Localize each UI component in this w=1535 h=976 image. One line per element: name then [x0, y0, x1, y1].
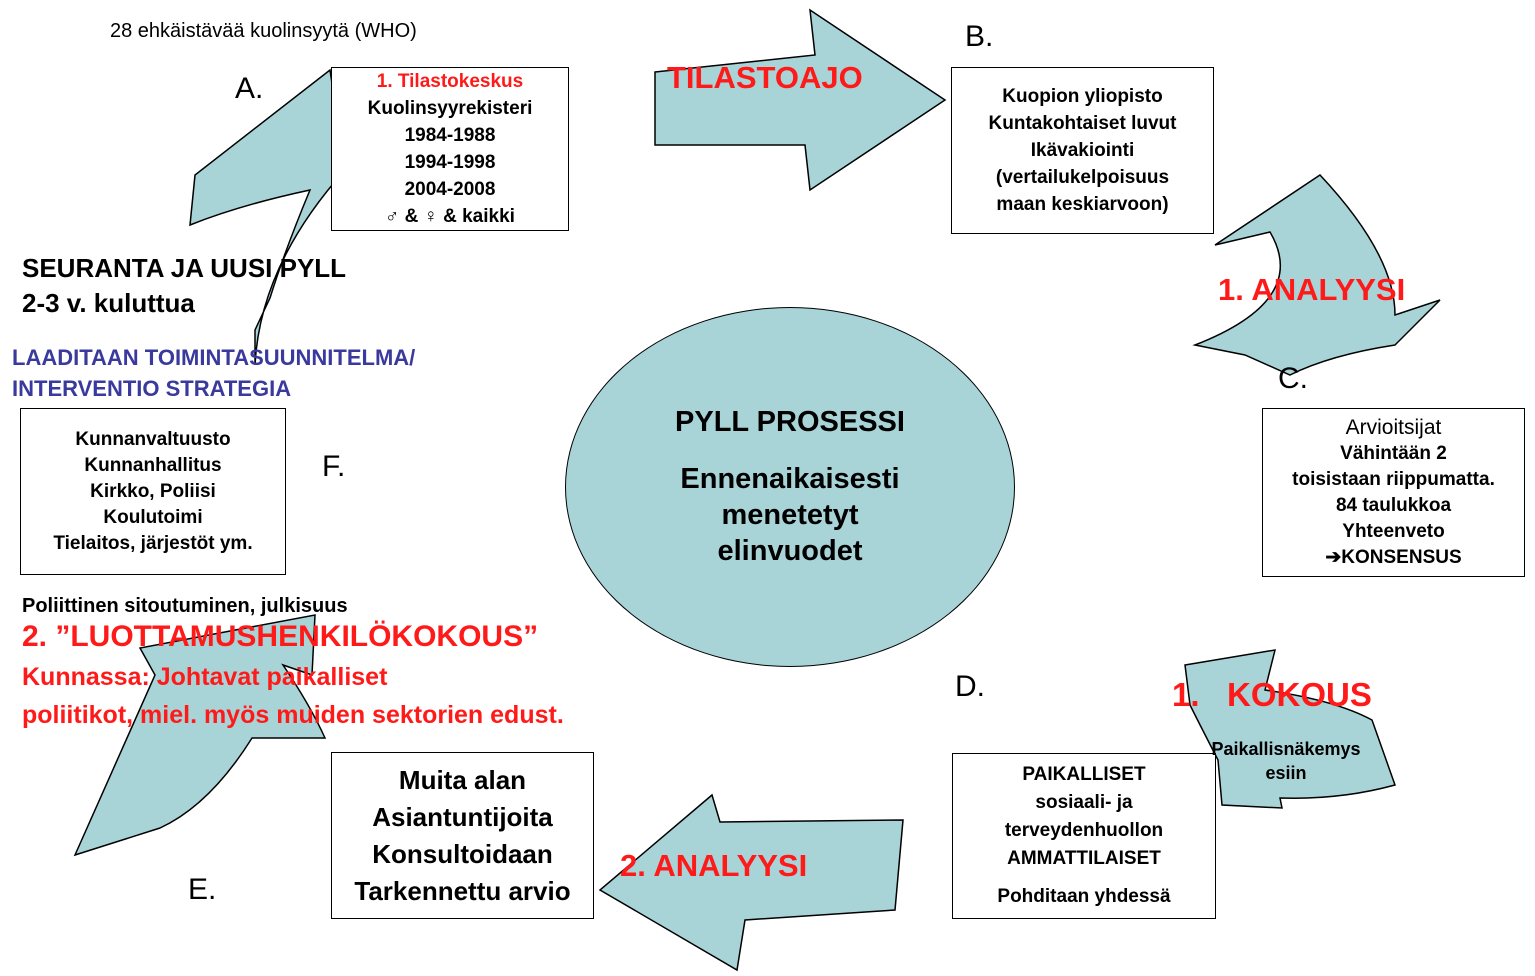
- box-a-line-1: Kuolinsyyrekisteri: [367, 98, 533, 119]
- seuranta-line-1: SEURANTA JA UUSI PYLL: [22, 253, 347, 283]
- box-e-line-3: Konsultoidaan: [372, 838, 553, 869]
- seuranta-line-2: 2-3 v. kuluttua: [22, 288, 195, 318]
- box-c-line-4: Yhteenveto: [1342, 520, 1445, 542]
- arrow-luottamus: [73, 614, 327, 857]
- label-c: C.: [1278, 362, 1308, 395]
- box-d-line-2: sosiaali- ja: [1035, 792, 1133, 813]
- box-c-line-3: 84 taulukkoa: [1335, 494, 1452, 516]
- box-c-line-1: Vähintään 2: [1340, 442, 1447, 464]
- arrow-tilastoajo: [654, 8, 947, 192]
- box-a: 1. Tilastokeskus Kuolinsyyrekisteri 1984…: [331, 67, 569, 231]
- paikallisnakemys-line-1: Paikallisnäkemys: [1211, 739, 1361, 759]
- paikallisnakemys: Paikallisnäkemys esiin: [1176, 737, 1396, 785]
- kunnassa-line-1: Kunnassa: Johtavat paikalliset: [22, 663, 388, 691]
- laaditaan-line-1: LAADITAAN TOIMINTASUUNNITELMA/: [12, 345, 416, 370]
- center-subtitle-3: elinvuodet: [717, 534, 863, 567]
- laaditaan-line-2: INTERVENTIO STRATEGIA: [12, 376, 292, 401]
- analyysi-2-label: 2. ANALYYSI: [620, 848, 808, 883]
- box-c-line-2: toisistaan riippumatta.: [1292, 468, 1495, 490]
- label-d: D.: [955, 670, 985, 703]
- box-b-line-3: Ikävakiointi: [1030, 140, 1135, 161]
- box-c-header: Arvioitsijat: [1345, 415, 1442, 439]
- box-d-line-3: terveydenhuollon: [1004, 820, 1164, 841]
- box-c-consensus: ➔KONSENSUS: [1325, 545, 1461, 571]
- arrow-analyysi-2: [598, 793, 904, 972]
- analyysi-1-label: 1. ANALYYSI: [1218, 272, 1406, 307]
- box-d: PAIKALLISET sosiaali- ja terveydenhuollo…: [952, 753, 1216, 919]
- arrow-kokous-1: [1184, 649, 1396, 809]
- box-a-line-3: 1994-1998: [404, 152, 496, 173]
- box-f-line-4: Koulutoimi: [103, 506, 203, 528]
- center-subtitle-1: Ennenaikaisesti: [680, 462, 900, 495]
- box-d-footer: Pohditaan yhdessä: [997, 886, 1171, 907]
- box-e-line-1: Muita alan: [398, 764, 527, 795]
- poliittinen-label: Poliittinen sitoutuminen, julkisuus: [22, 595, 348, 617]
- arrow-analyysi-1: [1192, 174, 1441, 376]
- label-f: F.: [322, 450, 346, 483]
- box-b-line-2: Kuntakohtaiset luvut: [988, 113, 1177, 134]
- box-f-line-1: Kunnanvaltuusto: [75, 428, 231, 450]
- center-title: PYLL PROSESSI: [675, 405, 905, 438]
- box-e-line-2: Asiantuntijoita: [372, 801, 553, 832]
- box-d-line-1: PAIKALLISET: [1022, 764, 1146, 785]
- label-a: A.: [235, 72, 264, 105]
- box-f-line-2: Kunnanhallitus: [84, 454, 222, 476]
- box-c-consensus-label: KONSENSUS: [1341, 546, 1462, 568]
- box-b-line-1: Kuopion yliopisto: [1002, 86, 1163, 107]
- center-circle: PYLL PROSESSI Ennenaikaisesti menetetyt …: [565, 307, 1015, 667]
- center-subtitle-2: menetetyt: [721, 498, 859, 531]
- box-f-line-3: Kirkko, Poliisi: [90, 480, 216, 502]
- box-a-line-5: ♂ & ♀ & kaikki: [385, 206, 515, 227]
- tilastoajo-label: TILASTOAJO: [667, 60, 863, 95]
- kokous-1-label: 1. KOKOUS: [1172, 676, 1372, 713]
- label-b: B.: [965, 20, 994, 53]
- box-e: Muita alan Asiantuntijoita Konsultoidaan…: [331, 752, 594, 919]
- box-f: Kunnanvaltuusto Kunnanhallitus Kirkko, P…: [20, 408, 286, 575]
- box-a-line-4: 2004-2008: [404, 179, 496, 200]
- box-b-line-4: (vertailukelpoisuus: [995, 167, 1170, 188]
- paikallisnakemys-line-2: esiin: [1265, 763, 1307, 783]
- box-d-line-4: AMMATTILAISET: [1007, 848, 1161, 869]
- arrow-right-icon: ➔: [1325, 546, 1342, 568]
- box-a-line-2: 1984-1988: [404, 125, 496, 146]
- box-e-line-4: Tarkennettu arvio: [354, 875, 571, 906]
- arrow-seuranta: [189, 68, 346, 366]
- box-a-title: 1. Tilastokeskus: [376, 71, 524, 92]
- luottamus-label: 2. ”LUOTTAMUSHENKILÖKOKOUS”: [22, 620, 539, 653]
- box-b-line-5: maan keskiarvoon): [996, 194, 1169, 215]
- top-note: 28 ehkäistävää kuolinsyytä (WHO): [110, 20, 417, 42]
- kunnassa-line-2: poliitikot, miel. myös muiden sektorien …: [22, 701, 564, 729]
- box-b: Kuopion yliopisto Kuntakohtaiset luvut I…: [951, 67, 1214, 234]
- box-c: Arvioitsijat Vähintään 2 toisistaan riip…: [1262, 408, 1525, 577]
- box-f-line-5: Tielaitos, järjestöt ym.: [53, 532, 253, 554]
- label-e: E.: [188, 873, 217, 906]
